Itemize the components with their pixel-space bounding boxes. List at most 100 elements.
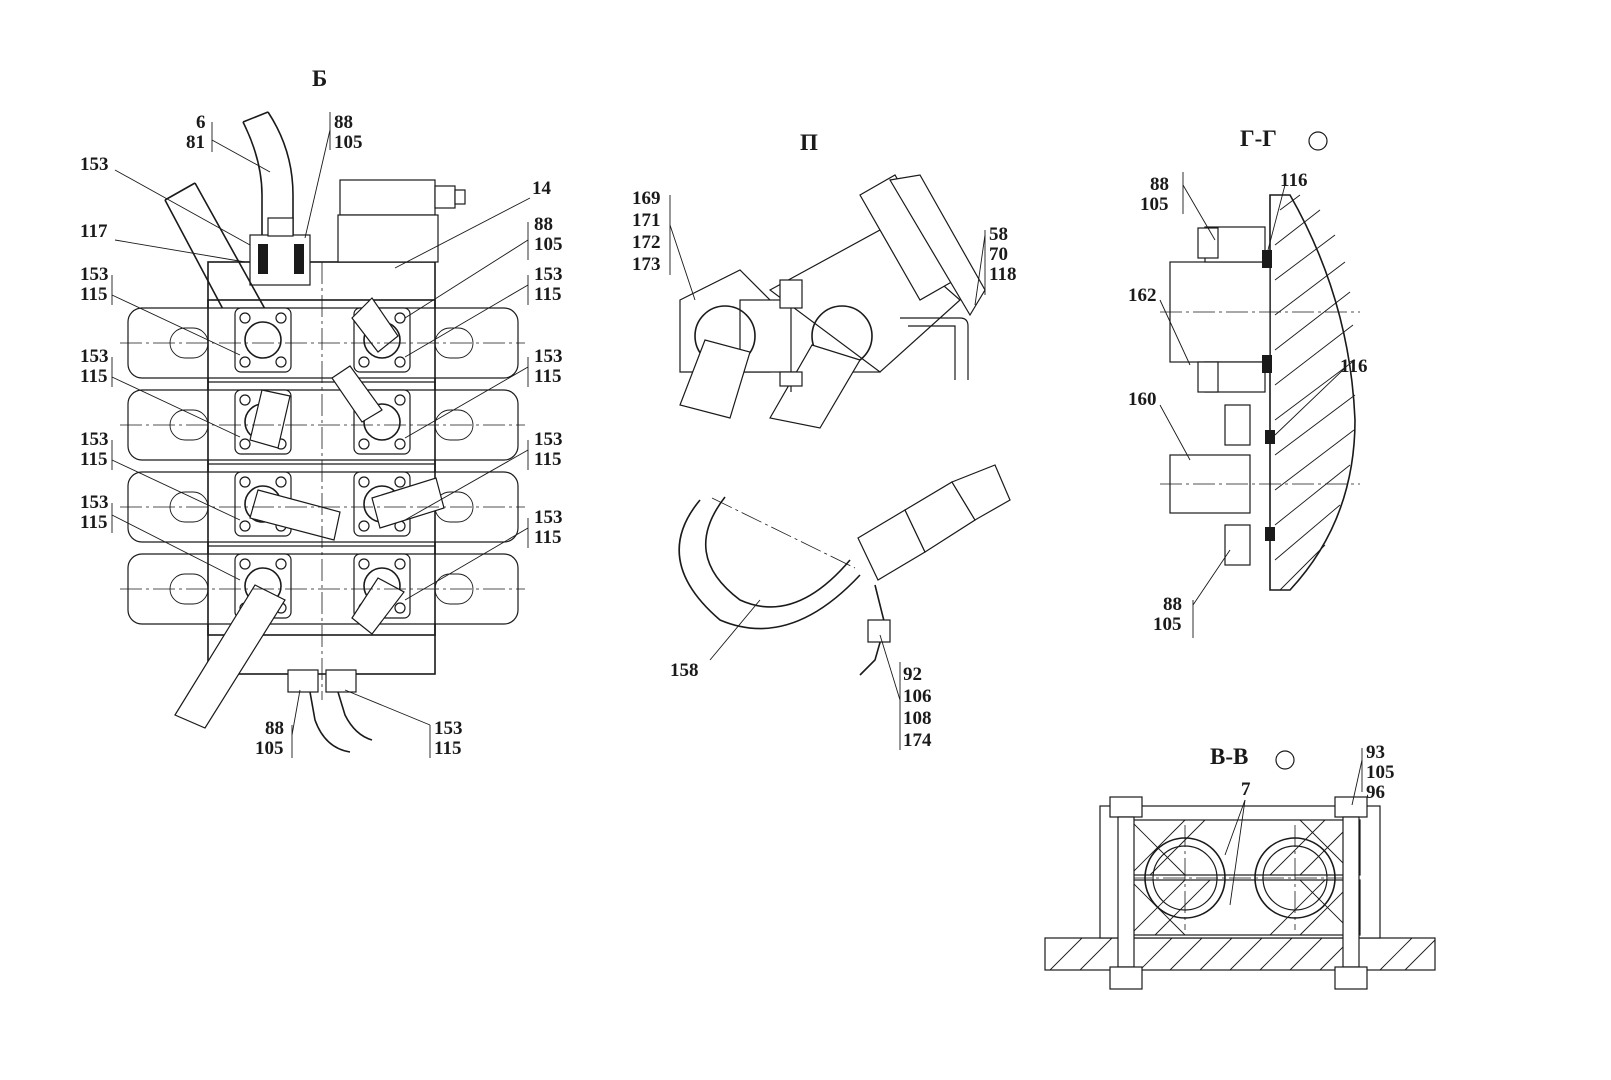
bracket-bolt (867, 619, 891, 643)
callout-153: 153 (80, 346, 109, 367)
solenoid-connector (434, 185, 456, 209)
pipe-158-inner (704, 496, 851, 608)
solenoid-plug (454, 189, 466, 205)
callout-153: 153 (80, 154, 109, 175)
callout-70: 70 (989, 244, 1008, 265)
bolt-shank-left (1117, 816, 1135, 968)
solenoid-coil (339, 179, 436, 216)
top-hose-right-edge (267, 111, 294, 235)
view-b-leaders (111, 112, 531, 758)
callout-106: 106 (903, 686, 932, 707)
bottom-fitting-left (287, 669, 319, 693)
callout-153: 153 (80, 264, 109, 285)
callout-115: 115 (80, 284, 107, 305)
view-gg-labels: 88 105 116 162 116 160 88 105 (1128, 170, 1367, 635)
pipe-right (769, 344, 861, 429)
view-b-labels: 6 81 88 105 153 117 14 88 105 153 115 15… (80, 112, 563, 759)
pipe-coupling (951, 464, 1011, 521)
callout-115: 115 (534, 527, 561, 548)
callout-105: 105 (334, 132, 363, 153)
callout-118: 118 (989, 264, 1016, 285)
callout-105: 105 (1366, 762, 1395, 783)
view-vv-title: В-В (1210, 744, 1248, 769)
callout-88: 88 (1163, 594, 1182, 615)
callout-96: 96 (1366, 782, 1385, 803)
callout-172: 172 (632, 232, 661, 253)
callout-105: 105 (534, 234, 563, 255)
clamp-insert-upper (1119, 819, 1361, 876)
bolt-head-right (1334, 796, 1368, 818)
view-p-labels: 169 171 172 173 58 70 118 158 92 106 108… (632, 188, 1016, 751)
callout-6: 6 (196, 112, 206, 133)
callout-81: 81 (186, 132, 205, 153)
callout-88: 88 (265, 718, 284, 739)
rotation-symbol (1308, 131, 1328, 151)
base-plate (1044, 937, 1436, 971)
nut-left (1109, 966, 1143, 990)
view-vv-labels: 93 105 96 7 (1241, 742, 1395, 803)
view-p-leaders (669, 195, 986, 750)
view-vv: В-В (1044, 742, 1436, 990)
pipe-158-outer (678, 499, 861, 630)
callout-153: 153 (80, 492, 109, 513)
callout-153: 153 (534, 429, 563, 450)
callout-174: 174 (903, 730, 932, 751)
callout-105: 105 (255, 738, 284, 759)
view-p: П 169 (632, 130, 1016, 751)
callout-115: 115 (80, 512, 107, 533)
callout-153: 153 (534, 507, 563, 528)
hose-stubs (174, 297, 445, 729)
callout-171: 171 (632, 210, 661, 231)
callout-93: 93 (1366, 742, 1385, 763)
bolt-upper (1224, 404, 1251, 446)
bulkhead-wall (1269, 194, 1356, 591)
callout-116: 116 (1280, 170, 1307, 191)
view-vv-leaders (1224, 748, 1363, 906)
callout-116: 116 (1340, 356, 1367, 377)
callout-173: 173 (632, 254, 661, 275)
callout-14: 14 (532, 178, 552, 199)
top-hose-left-edge (242, 121, 263, 235)
callout-169: 169 (632, 188, 661, 209)
callout-105: 105 (1140, 194, 1169, 215)
rotation-symbol (1275, 750, 1295, 770)
view-gg-title: Г-Г (1240, 126, 1277, 151)
callout-105: 105 (1153, 614, 1182, 635)
callout-158: 158 (670, 660, 699, 681)
callout-7: 7 (1241, 779, 1251, 800)
callout-115: 115 (534, 366, 561, 387)
callout-115: 115 (534, 449, 561, 470)
clamp-bolt-head (779, 279, 803, 309)
bottom-hose (309, 691, 373, 753)
callout-115: 115 (534, 284, 561, 305)
view-b-title: Б (312, 66, 327, 91)
pipe-left (679, 339, 751, 419)
callout-153: 153 (534, 264, 563, 285)
hose-nut (267, 217, 294, 237)
callout-153: 153 (80, 429, 109, 450)
bolt-lower (1224, 524, 1251, 566)
view-gg: Г-Г (1128, 126, 1367, 638)
bottom-fitting-right (325, 669, 357, 693)
clamp-insert-lower (1119, 879, 1361, 936)
callout-160: 160 (1128, 389, 1157, 410)
callout-88: 88 (534, 214, 553, 235)
callout-92: 92 (903, 664, 922, 685)
callout-88: 88 (334, 112, 353, 133)
callout-117: 117 (80, 221, 108, 242)
callout-58: 58 (989, 224, 1008, 245)
bolt-head-left (1109, 796, 1143, 818)
solenoid-base (337, 214, 439, 263)
callout-162: 162 (1128, 285, 1157, 306)
bolt-shank-right (1342, 816, 1360, 968)
callout-115: 115 (80, 366, 107, 387)
callout-153: 153 (434, 718, 463, 739)
view-b: Б (80, 66, 563, 759)
nut-right (1334, 966, 1368, 990)
callout-115: 115 (80, 449, 107, 470)
callout-115: 115 (434, 738, 461, 759)
view-gg-leaders (1159, 172, 1346, 638)
view-p-title: П (800, 130, 818, 155)
valve-sections (127, 299, 519, 636)
